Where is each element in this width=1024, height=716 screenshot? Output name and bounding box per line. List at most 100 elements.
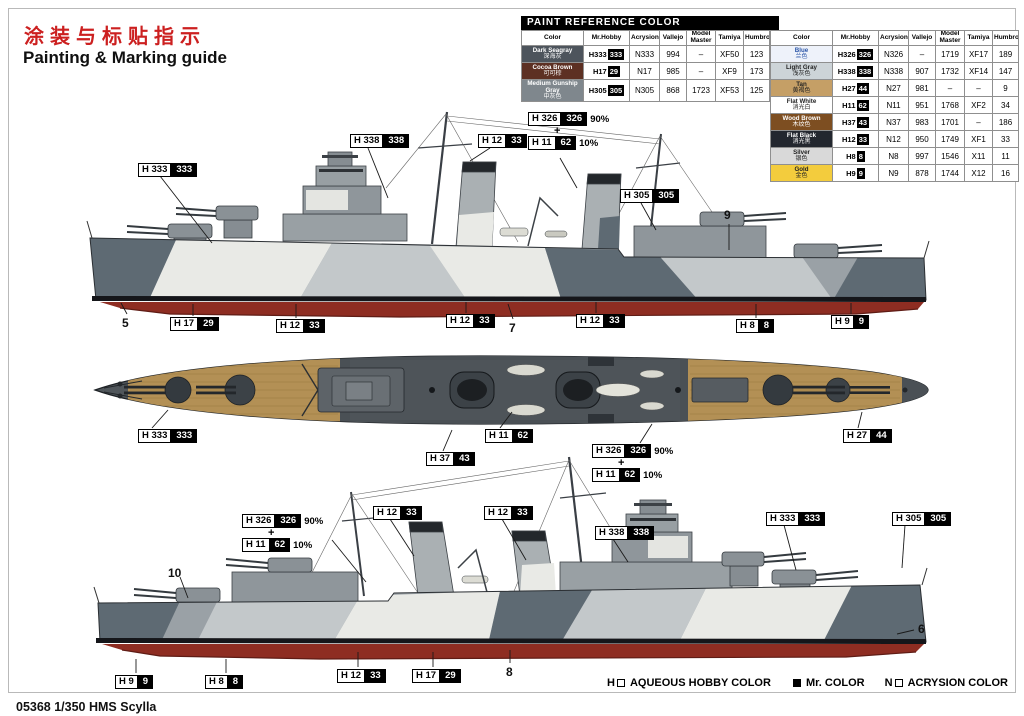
acrysion-cell: N305 (629, 79, 660, 102)
vallejo-cell: 983 (908, 113, 936, 131)
model-master-cell: 1768 (935, 96, 965, 114)
model-master-cell: 1732 (935, 62, 965, 80)
humbrol-cell: 11 (992, 147, 1019, 165)
humbrol-cell: 189 (992, 45, 1019, 63)
column-header: Vallejo (908, 30, 936, 46)
open-box-icon (616, 679, 625, 687)
vallejo-cell: 981 (908, 79, 936, 97)
acrysion-cell: N9 (878, 164, 909, 182)
model-master-cell: 1719 (935, 45, 965, 63)
part-number-callout: 9 (724, 208, 731, 222)
plan-superstructure (317, 357, 749, 423)
tamiya-cell: XF14 (964, 62, 993, 80)
acrysion-cell: N37 (878, 113, 909, 131)
ship-side-profile-top (86, 111, 930, 318)
tamiya-cell: – (964, 79, 993, 97)
tamiya-cell: XF17 (964, 45, 993, 63)
model-master-cell: 1723 (686, 79, 716, 102)
acrysion-cell: N12 (878, 130, 909, 148)
vallejo-cell: – (908, 45, 936, 63)
column-header: Mr.Hobby (583, 30, 630, 46)
superstructure-bottom (231, 499, 733, 603)
hull (86, 220, 930, 318)
acrysion-cell: N27 (878, 79, 909, 97)
part-number-callout: 10 (168, 566, 182, 580)
tamiya-cell: X11 (964, 147, 993, 165)
acrysion-cell: N338 (878, 62, 909, 80)
page-title: Painting & Marking guide (23, 48, 228, 67)
model-master-cell: 1744 (935, 164, 965, 182)
open-box-icon (894, 679, 903, 687)
model-master-cell: 1546 (935, 147, 965, 165)
model-master-cell: 1749 (935, 130, 965, 148)
humbrol-cell: 186 (992, 113, 1019, 131)
ship-plan-view (93, 355, 929, 425)
vallejo-cell: 878 (908, 164, 936, 182)
tamiya-cell: XF50 (715, 45, 744, 63)
column-header: Humbrol (743, 30, 770, 46)
title-chinese: 涂装与标贴指示 (24, 26, 206, 48)
vallejo-cell: 951 (908, 96, 936, 114)
vallejo-cell: 997 (908, 147, 936, 165)
tamiya-cell: XF53 (715, 79, 744, 102)
column-header: Color (770, 30, 833, 46)
legend-item: Mr. COLOR (791, 677, 865, 689)
leader-lines (120, 147, 915, 673)
gun-turrets (126, 205, 883, 259)
acrysion-cell: N8 (878, 147, 909, 165)
column-header: Acrysion (878, 30, 909, 46)
column-header: Color (521, 30, 584, 46)
acrysion-cell: N17 (629, 62, 660, 80)
filled-box-icon (792, 679, 801, 687)
part-number-callout: 6 (918, 622, 925, 636)
column-header: Humbrol (992, 30, 1019, 46)
gun-turrets-bottom (133, 551, 859, 603)
tamiya-cell: XF2 (964, 96, 993, 114)
plan-turrets-aft (762, 374, 908, 406)
acrysion-cell: N333 (629, 45, 660, 63)
vallejo-cell: 868 (659, 79, 687, 102)
